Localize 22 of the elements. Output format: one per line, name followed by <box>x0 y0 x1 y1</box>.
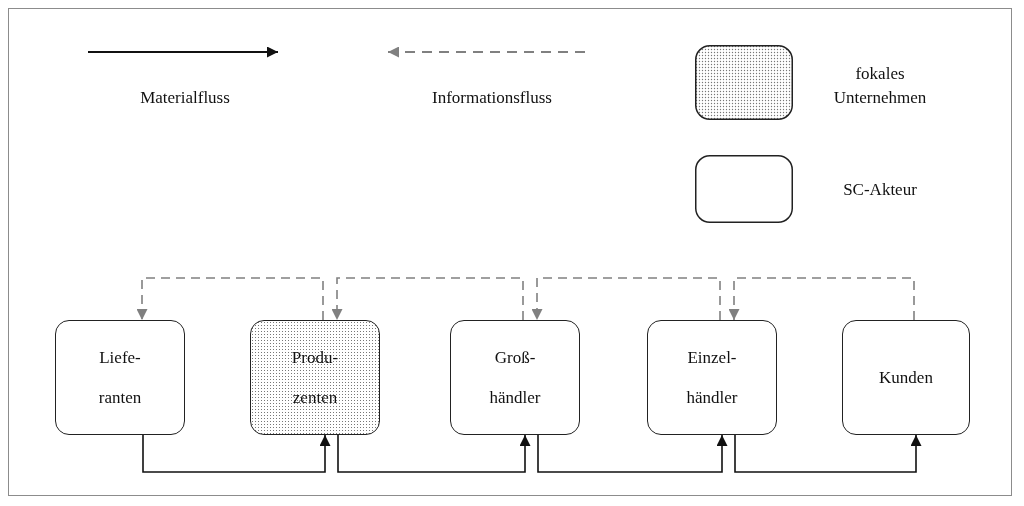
legend-text: Materialfluss <box>140 87 230 109</box>
arrow <box>142 434 331 473</box>
process-box <box>647 320 777 435</box>
legend-text: fokales Unternehmen <box>833 63 927 109</box>
arrow <box>734 434 922 473</box>
arrow <box>537 434 728 473</box>
dashed-arrow <box>331 277 524 321</box>
dashed-arrow <box>136 277 324 321</box>
arrow <box>337 434 531 473</box>
process-box <box>450 320 580 435</box>
node-text: Produ- zenten <box>291 346 339 409</box>
dashed-arrow <box>728 277 915 321</box>
legend-text: Informationsfluss <box>432 87 552 109</box>
node-text: Einzel- händler <box>686 346 738 409</box>
dashed-arrow <box>531 277 721 321</box>
process-box <box>842 320 970 435</box>
process-box <box>55 320 185 435</box>
legend-text: SC-Akteur <box>843 179 917 201</box>
node-text: Liefe- ranten <box>98 346 142 409</box>
node-text: Groß- händler <box>489 346 541 409</box>
dotted-process-box <box>250 320 380 435</box>
node-text: Kunden <box>879 366 933 389</box>
